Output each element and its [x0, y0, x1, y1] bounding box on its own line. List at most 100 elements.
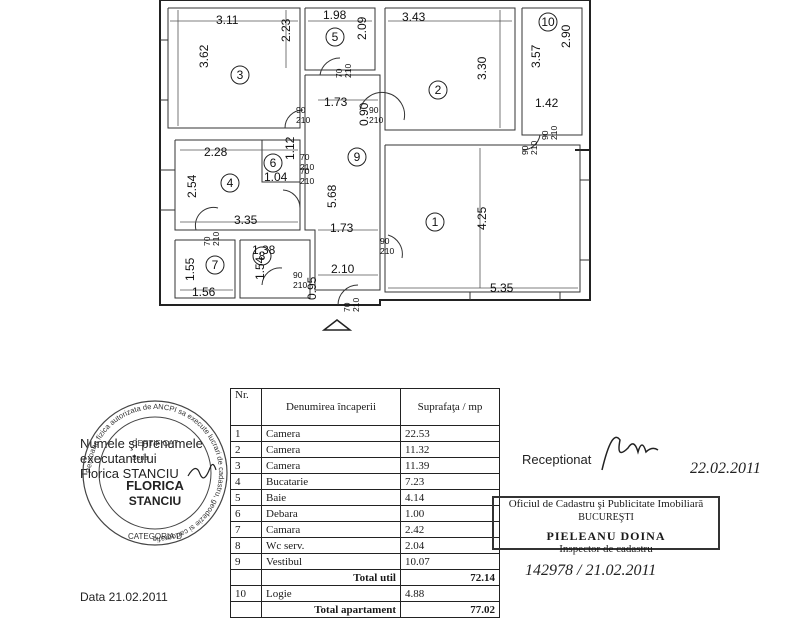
cell-nr: 9 — [230, 553, 262, 570]
cell-area: 11.39 — [400, 457, 500, 474]
dimension-label: 1.98 — [323, 8, 347, 22]
dimension-label: 2.09 — [355, 16, 369, 40]
cell-nr: 8 — [230, 537, 262, 554]
room-circle — [252, 246, 272, 266]
seal-ring-text: Persoana fizica autorizata de ANCPI sa e… — [84, 402, 226, 544]
cell-name: Vestibul — [261, 553, 401, 570]
door-label: 70 — [202, 236, 212, 246]
door-label: 210 — [211, 232, 221, 246]
cell-nr: 10 — [230, 585, 262, 602]
room-circle — [428, 80, 448, 100]
cell-name: Baie — [261, 489, 401, 506]
room-circle — [425, 212, 445, 232]
dimension-label: 1.73 — [330, 221, 354, 235]
interior-walls — [160, 7, 590, 300]
header-area: Suprafaţa / mp — [400, 388, 500, 426]
dimension-label: 5.35 — [490, 281, 514, 295]
room-circle — [347, 147, 367, 167]
cell-nr — [230, 601, 262, 618]
outer-walls — [159, 0, 591, 306]
executant-line1: Numele şi prenumele — [80, 436, 203, 451]
cell-name: Camera — [261, 441, 401, 458]
door-label: 70 — [334, 68, 344, 78]
registration-number: 142978 / 21.02.2011 — [525, 562, 657, 579]
table-header: Nr. Denumirea încaperii Suprafaţa / mp — [230, 388, 500, 426]
room-number: 8 — [259, 249, 266, 263]
cell-total-label: Total util — [261, 569, 401, 586]
cell-nr: 1 — [230, 425, 262, 442]
door-label: 210 — [549, 126, 559, 140]
cell-area: 7.23 — [400, 473, 500, 490]
seal-certificat: CERTIFICAT — [132, 439, 178, 448]
dimension-label: 2.28 — [204, 145, 228, 159]
door-label: 210 — [293, 280, 307, 290]
door-label: 70 — [342, 302, 352, 312]
cell-area: 2.04 — [400, 537, 500, 554]
rooms-table: Nr. Denumirea încaperii Suprafaţa / mp 1… — [230, 388, 500, 618]
door-label: 70 — [300, 152, 310, 162]
room-number: 2 — [435, 83, 442, 97]
dimension-label: 1.73 — [324, 95, 348, 109]
door-label: 210 — [369, 115, 383, 125]
door-label: 90 — [380, 236, 390, 246]
dimension-label: 3.11 — [216, 13, 239, 27]
header-nr: Nr. — [230, 388, 262, 426]
dimension-label: 4.25 — [475, 206, 489, 230]
cell-name: Camera — [261, 457, 401, 474]
dimension-label: 1.04 — [264, 170, 288, 184]
cell-total-label: Total apartament — [261, 601, 401, 618]
cell-nr: 2 — [230, 441, 262, 458]
stamp-office: Oficiul de Cadastru şi Publicitate Imobi… — [508, 498, 704, 510]
cell-nr: 4 — [230, 473, 262, 490]
cell-total-value: 77.02 — [400, 601, 500, 618]
header-name: Denumirea încaperii — [261, 388, 401, 426]
cell-name: Debara — [261, 505, 401, 522]
dimension-label: 0.90 — [357, 102, 371, 126]
room-circle — [263, 153, 283, 173]
door-label: 90 — [540, 130, 550, 140]
dimension-label: 2.10 — [331, 262, 355, 276]
room-number: 4 — [227, 176, 234, 190]
cell-name: Wc serv. — [261, 537, 401, 554]
door-label: 210 — [343, 64, 353, 78]
dimension-lines — [170, 10, 578, 291]
cell-nr — [230, 569, 262, 586]
cell-area: 4.14 — [400, 489, 500, 506]
dimension-label: 3.57 — [529, 44, 543, 68]
door-label: 90 — [296, 105, 306, 115]
cell-area: 11.32 — [400, 441, 500, 458]
executant-line3: Florica STANCIU — [80, 466, 179, 481]
executant-signature — [187, 463, 217, 479]
door-label: 90 — [293, 270, 303, 280]
executant-label: Numele şi prenumele executantului Floric… — [80, 436, 203, 481]
door-label: 210 — [380, 246, 394, 256]
dimension-label: 1.42 — [535, 96, 559, 110]
dimension-label: 1.38 — [252, 243, 276, 257]
room-number: 5 — [332, 30, 339, 44]
reception-date: 22.02.2011 — [690, 460, 761, 477]
dimension-label: 1.54 — [253, 256, 267, 280]
door-label: 210 — [300, 162, 314, 172]
executant-line2: executantului — [80, 451, 157, 466]
cell-area: 1.00 — [400, 505, 500, 522]
room-circle — [538, 12, 558, 32]
door-label: 210 — [351, 298, 361, 312]
cell-name: Bucatarie — [261, 473, 401, 490]
room-number: 6 — [270, 156, 277, 170]
dimension-label: 2.90 — [559, 24, 573, 48]
room-circle — [220, 173, 240, 193]
stamp-role: Inspector de cadastru — [559, 543, 653, 555]
dimension-label: 3.62 — [197, 44, 211, 68]
